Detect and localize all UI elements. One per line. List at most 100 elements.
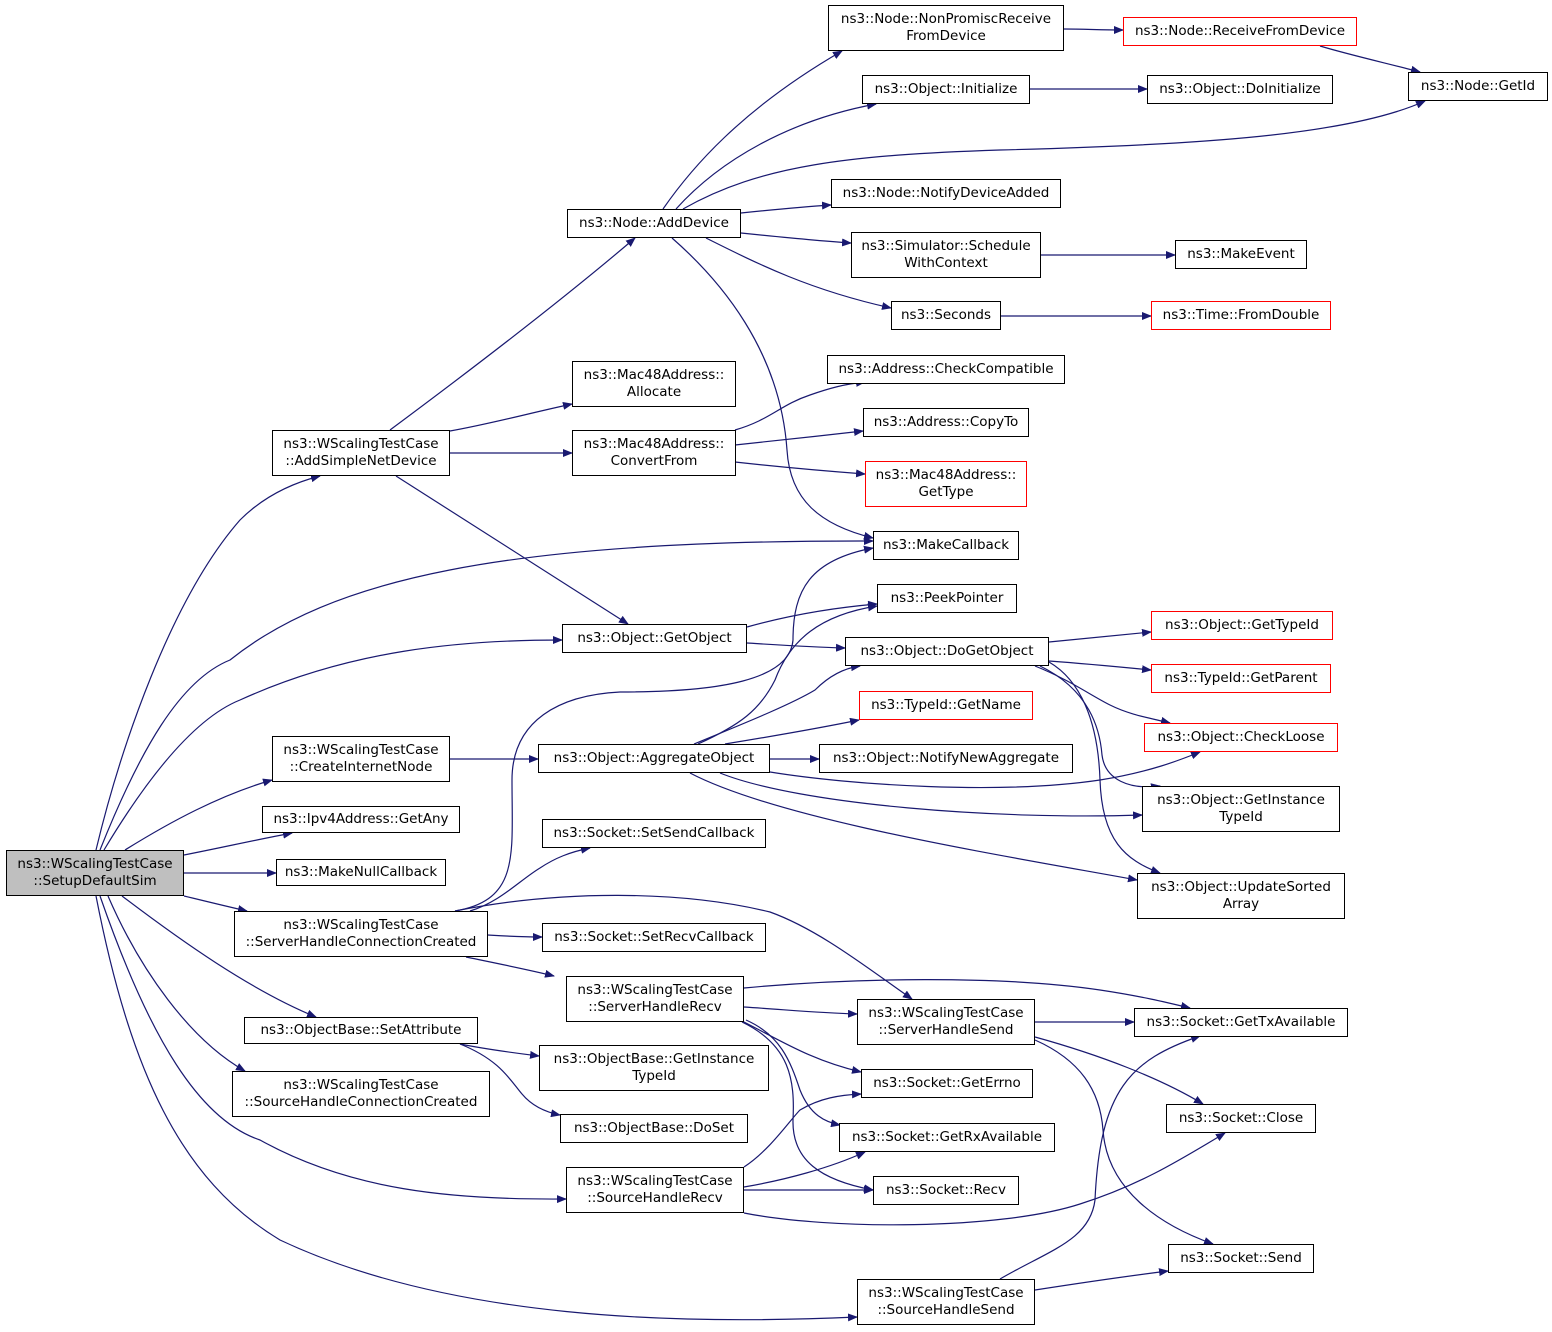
edge-macConvertFrom-to-copyTo bbox=[734, 428, 864, 446]
node-makeCallback[interactable]: ns3::MakeCallback bbox=[873, 531, 1019, 560]
node-aggregate[interactable]: ns3::Object::AggregateObject bbox=[538, 744, 770, 773]
edge-aggregate-to-peekPointer bbox=[697, 603, 878, 745]
node-label-line: ns3::Object::GetObject bbox=[577, 630, 732, 646]
edge-addDevice-to-initialize bbox=[675, 101, 877, 210]
node-seconds[interactable]: ns3::Seconds bbox=[891, 301, 1001, 330]
node-fromDouble[interactable]: ns3::Time::FromDouble bbox=[1151, 301, 1331, 330]
node-label-line: ::SetupDefaultSim bbox=[33, 873, 157, 889]
node-getErrno[interactable]: ns3::Socket::GetErrno bbox=[861, 1069, 1033, 1098]
node-label-line: ns3::Socket::SetRecvCallback bbox=[554, 929, 754, 945]
edge-sourceRecv-to-getErrno bbox=[743, 1090, 862, 1168]
node-setSendCb[interactable]: ns3::Socket::SetSendCallback bbox=[542, 819, 766, 848]
edge-root-to-sourceConnCreated bbox=[107, 895, 246, 1072]
edge-serverConnCreated-to-setSendCb bbox=[469, 845, 591, 912]
edge-aggregate-to-checkLoose bbox=[769, 751, 1201, 789]
edge-root-to-sourceSend bbox=[95, 895, 858, 1322]
edge-aggregate-to-doGetObject bbox=[693, 663, 861, 745]
node-root[interactable]: ns3::WScalingTestCase::SetupDefaultSim bbox=[6, 850, 184, 896]
node-label-line: ns3::Object::CheckLoose bbox=[1157, 729, 1325, 745]
node-macGetType[interactable]: ns3::Mac48Address::GetType bbox=[865, 461, 1027, 507]
node-label-line: ns3::Node::ReceiveFromDevice bbox=[1134, 23, 1346, 39]
node-doInitialize[interactable]: ns3::Object::DoInitialize bbox=[1147, 75, 1333, 104]
node-label-line: ns3::WScalingTestCase bbox=[577, 982, 733, 998]
node-peekPointer[interactable]: ns3::PeekPointer bbox=[877, 584, 1017, 613]
node-createInternet[interactable]: ns3::WScalingTestCase::CreateInternetNod… bbox=[272, 736, 450, 782]
edge-addDevice-to-makeCallback bbox=[671, 237, 874, 540]
edge-addDevice-to-notifyDevice bbox=[740, 201, 832, 214]
node-receiveFromDevice[interactable]: ns3::Node::ReceiveFromDevice bbox=[1123, 17, 1357, 46]
node-label-line: ns3::Node::NonPromiscReceive bbox=[840, 11, 1052, 27]
node-label-line: ns3::Node::NotifyDeviceAdded bbox=[842, 185, 1050, 201]
edge-serverConnCreated-to-setRecvCb bbox=[487, 932, 543, 941]
node-label-line: ConvertFrom bbox=[610, 453, 698, 469]
node-label-line: ns3::Node::GetId bbox=[1420, 78, 1536, 94]
node-checkLoose[interactable]: ns3::Object::CheckLoose bbox=[1144, 723, 1338, 752]
node-initialize[interactable]: ns3::Object::Initialize bbox=[862, 75, 1030, 104]
node-send[interactable]: ns3::Socket::Send bbox=[1168, 1244, 1314, 1273]
node-label-line: ns3::Seconds bbox=[901, 307, 991, 323]
node-label-line: ns3::WScalingTestCase bbox=[283, 917, 439, 933]
node-checkCompat[interactable]: ns3::Address::CheckCompatible bbox=[827, 355, 1065, 384]
node-addDevice[interactable]: ns3::Node::AddDevice bbox=[567, 209, 741, 238]
node-label-line: ns3::WScalingTestCase bbox=[283, 1077, 439, 1093]
edge-aggregate-to-objGetInstance bbox=[719, 772, 1143, 820]
edge-aggregate-to-typeGetName bbox=[724, 717, 860, 745]
node-sourceConnCreated[interactable]: ns3::WScalingTestCase::SourceHandleConne… bbox=[232, 1071, 490, 1117]
edge-macConvertFrom-to-checkCompat bbox=[734, 378, 866, 431]
node-label-line: ns3::Ipv4Address::GetAny bbox=[273, 811, 449, 827]
node-setRecvCb[interactable]: ns3::Socket::SetRecvCallback bbox=[542, 923, 766, 952]
node-nodeGetId[interactable]: ns3::Node::GetId bbox=[1408, 72, 1548, 101]
node-doGetObject[interactable]: ns3::Object::DoGetObject bbox=[845, 637, 1049, 666]
node-makeNull[interactable]: ns3::MakeNullCallback bbox=[276, 859, 446, 886]
node-label-line: ns3::Simulator::Schedule bbox=[861, 238, 1031, 254]
node-getObject[interactable]: ns3::Object::GetObject bbox=[562, 624, 747, 653]
node-label-line: ::SourceHandleSend bbox=[877, 1302, 1015, 1318]
node-label-line: ns3::Address::CopyTo bbox=[873, 414, 1019, 430]
node-notifyNewAgg[interactable]: ns3::Object::NotifyNewAggregate bbox=[819, 744, 1073, 773]
edge-setAttribute-to-obGetInstance bbox=[459, 1043, 540, 1059]
node-label-line: ns3::WScalingTestCase bbox=[283, 742, 439, 758]
node-obDoSet[interactable]: ns3::ObjectBase::DoSet bbox=[560, 1114, 748, 1143]
node-label-line: ns3::Socket::GetTxAvailable bbox=[1146, 1014, 1336, 1030]
node-label-line: TypeId bbox=[1219, 809, 1263, 825]
node-label-line: ns3::Object::UpdateSorted bbox=[1151, 879, 1331, 895]
node-label-line: ns3::Object::AggregateObject bbox=[553, 750, 755, 766]
node-typeGetParent[interactable]: ns3::TypeId::GetParent bbox=[1151, 664, 1331, 693]
node-serverRecv[interactable]: ns3::WScalingTestCase::ServerHandleRecv bbox=[566, 976, 744, 1022]
node-serverConnCreated[interactable]: ns3::WScalingTestCase::ServerHandleConne… bbox=[234, 911, 488, 957]
edge-doGetObject-to-typeGetParent bbox=[1048, 660, 1152, 674]
node-getTxAvail[interactable]: ns3::Socket::GetTxAvailable bbox=[1134, 1008, 1348, 1037]
node-sourceRecv[interactable]: ns3::WScalingTestCase::SourceHandleRecv bbox=[566, 1167, 744, 1213]
edge-root-to-makeCallback bbox=[99, 536, 874, 851]
node-makeEvent[interactable]: ns3::MakeEvent bbox=[1175, 240, 1307, 269]
node-getRxAvail[interactable]: ns3::Socket::GetRxAvailable bbox=[839, 1123, 1055, 1152]
node-setAttribute[interactable]: ns3::ObjectBase::SetAttribute bbox=[244, 1017, 478, 1044]
node-addSimple[interactable]: ns3::WScalingTestCase::AddSimpleNetDevic… bbox=[272, 430, 450, 476]
edge-sourceSend-to-getTxAvail bbox=[999, 1035, 1201, 1280]
node-notifyDevice[interactable]: ns3::Node::NotifyDeviceAdded bbox=[831, 179, 1061, 208]
edge-addSimple-to-macAllocate bbox=[449, 401, 573, 432]
edge-getObject-to-peekPointer bbox=[746, 600, 878, 628]
node-typeGetName[interactable]: ns3::TypeId::GetName bbox=[859, 691, 1033, 720]
node-label-line: ns3::TypeId::GetParent bbox=[1164, 670, 1318, 686]
node-getAny[interactable]: ns3::Ipv4Address::GetAny bbox=[262, 806, 460, 833]
node-objGetTypeId[interactable]: ns3::Object::GetTypeId bbox=[1151, 611, 1333, 640]
node-close[interactable]: ns3::Socket::Close bbox=[1166, 1104, 1316, 1133]
edge-root-to-addSimple bbox=[95, 474, 321, 851]
edge-addDevice-to-schedCtx bbox=[740, 232, 852, 247]
node-serverSend[interactable]: ns3::WScalingTestCase::ServerHandleSend bbox=[857, 999, 1035, 1045]
node-macAllocate[interactable]: ns3::Mac48Address::Allocate bbox=[572, 361, 736, 407]
node-macConvertFrom[interactable]: ns3::Mac48Address::ConvertFrom bbox=[572, 430, 736, 476]
node-copyTo[interactable]: ns3::Address::CopyTo bbox=[863, 408, 1029, 437]
node-recv[interactable]: ns3::Socket::Recv bbox=[873, 1176, 1019, 1205]
edge-serverSend-to-send bbox=[1034, 1039, 1214, 1245]
node-label-line: ns3::Object::NotifyNewAggregate bbox=[832, 750, 1060, 766]
node-label-line: ns3::Socket::Send bbox=[1180, 1250, 1302, 1266]
node-sourceSend[interactable]: ns3::WScalingTestCase::SourceHandleSend bbox=[857, 1279, 1035, 1325]
